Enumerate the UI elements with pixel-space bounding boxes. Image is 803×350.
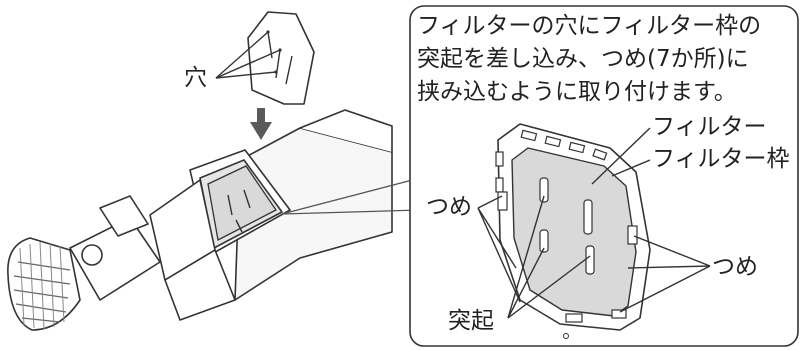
claw: [565, 313, 583, 323]
callout-connector-lines: [281, 177, 421, 215]
hole-label: 穴: [184, 65, 207, 91]
claw-label-left: つめ: [426, 194, 472, 220]
filter-label: フィルター: [652, 114, 767, 140]
instruction-line: 突起を差し込み、つめ(7か所)に: [417, 46, 749, 72]
claw: [611, 309, 627, 319]
callout-leader-lines: [477, 127, 711, 319]
filter-in-compartment: [207, 165, 277, 241]
claw: [497, 191, 508, 211]
insert-direction-arrow-icon: [250, 108, 272, 140]
instruction-line: フィルターの穴にフィルター枠の: [417, 13, 762, 39]
instruction-text: フィルターの穴にフィルター枠の 突起を差し込み、つめ(7か所)に 挟み込むように…: [417, 10, 797, 109]
claw: [627, 225, 638, 245]
protrusion: [583, 199, 593, 235]
protrusion-label: 突起: [448, 308, 494, 334]
instruction-line: 挟み込むように取り付けます。: [417, 79, 737, 105]
filter-frame-label: フィルター枠: [652, 146, 790, 172]
filter-sheet-floating: [247, 11, 315, 105]
protrusion: [539, 229, 549, 253]
claw-label-right: つめ: [712, 254, 758, 280]
protrusion: [585, 245, 595, 275]
hole-leader-lines: [215, 31, 281, 79]
protrusion: [539, 177, 549, 203]
vacuum-cleaner-illustration: [7, 109, 393, 331]
